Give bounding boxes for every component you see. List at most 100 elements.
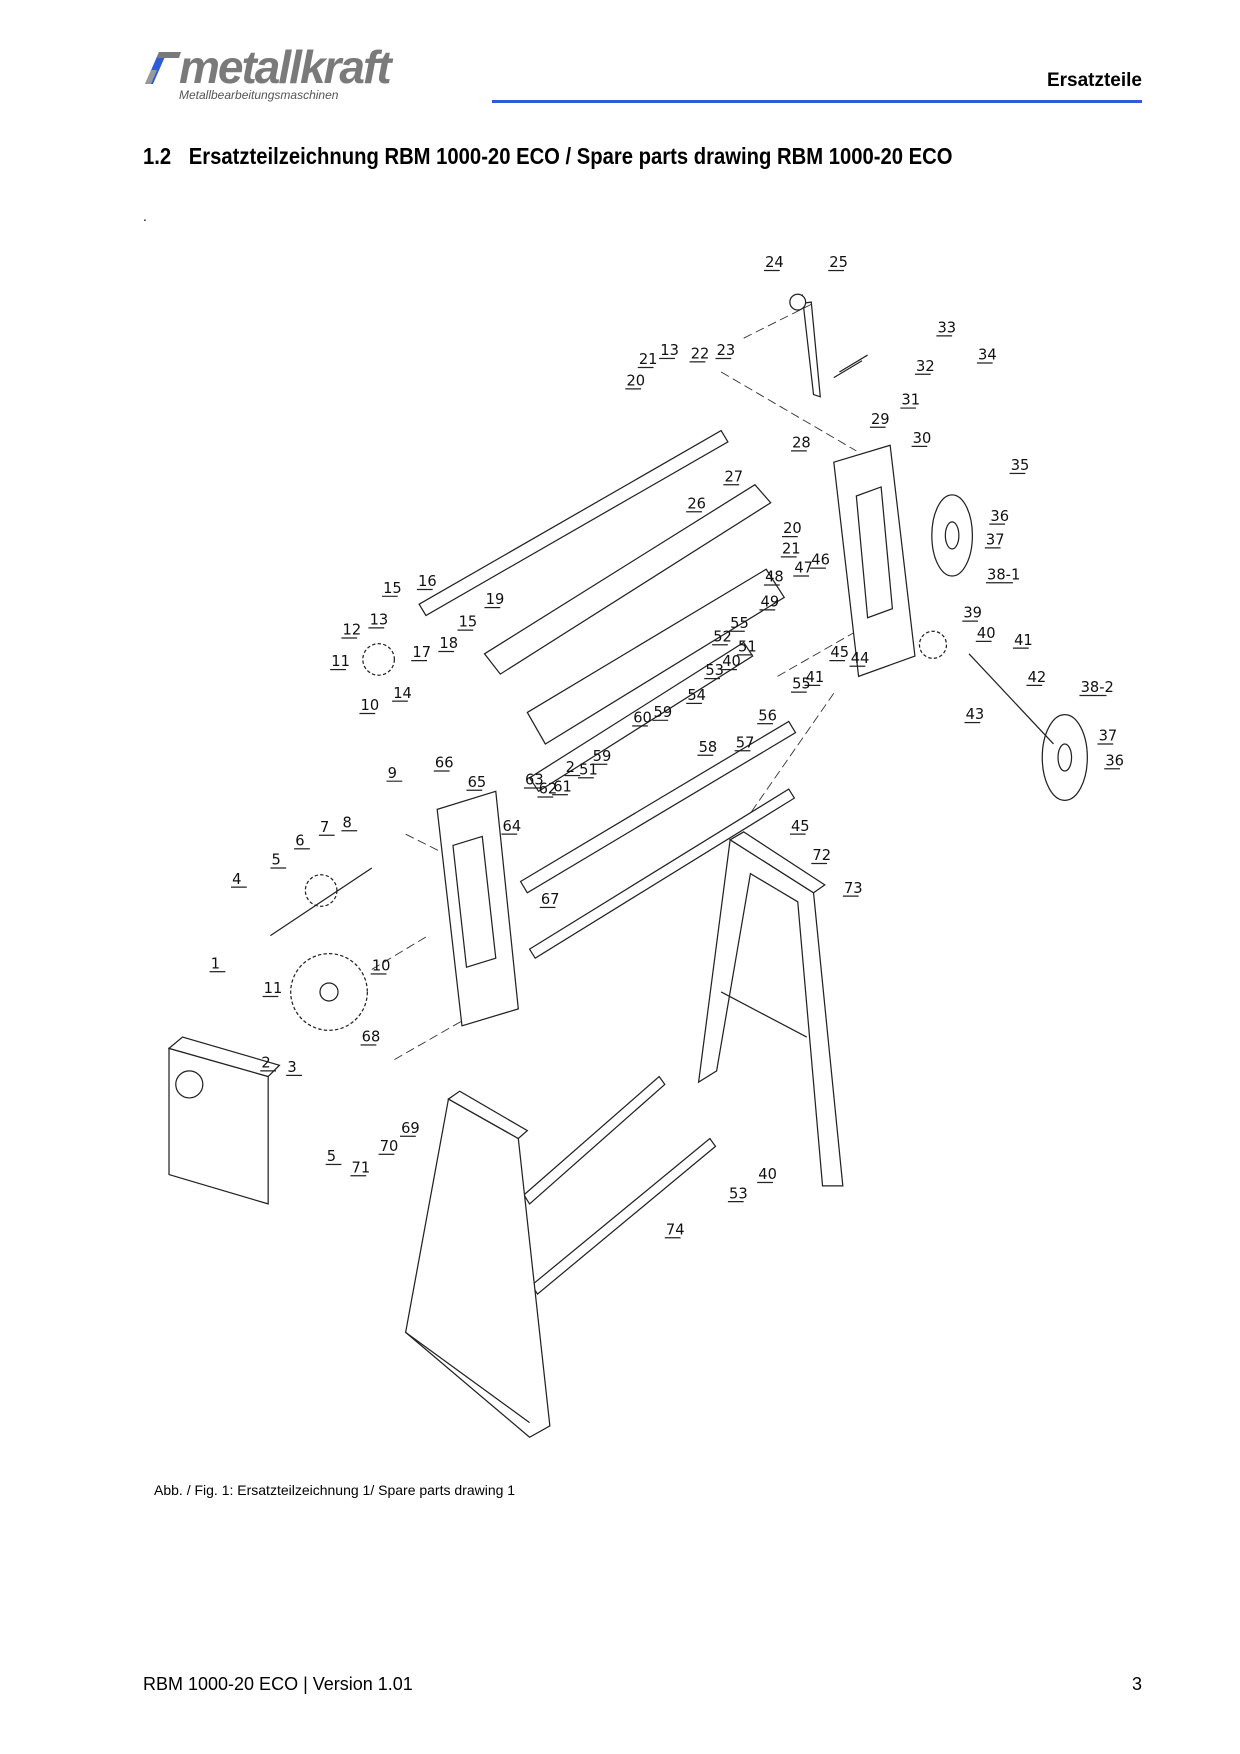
- part-callout: 6: [295, 832, 304, 849]
- part-callout: 48: [765, 569, 784, 586]
- part-callout: 24: [765, 254, 784, 271]
- part-callout: 23: [717, 342, 736, 359]
- part-callout: 38-1: [987, 566, 1020, 583]
- part-callout: 42: [1028, 669, 1047, 686]
- part-callout: 40: [758, 1166, 777, 1183]
- part-callout: 11: [264, 980, 283, 997]
- part-callout: 21: [639, 351, 658, 368]
- part-callout: 25: [829, 254, 848, 271]
- part-callout: 13: [660, 342, 679, 359]
- tie-rod-upper: [523, 1075, 666, 1205]
- part-callout: 28: [792, 435, 811, 452]
- part-callout: 63: [525, 772, 544, 789]
- part-callout: 29: [871, 411, 890, 428]
- part-callout: 40: [722, 653, 741, 670]
- part-callout: 20: [626, 373, 645, 390]
- part-callout: 45: [791, 818, 810, 835]
- part-callout: 5: [327, 1148, 336, 1165]
- part-callout: 20: [783, 520, 802, 537]
- part-callout: 33: [937, 320, 956, 337]
- part-callout: 27: [725, 468, 744, 485]
- crank-hub: [789, 293, 807, 311]
- part-callout: 11: [331, 653, 350, 670]
- part-callout: 13: [370, 611, 389, 628]
- part-callout: 9: [388, 765, 397, 782]
- part-callout: 55: [792, 676, 811, 693]
- handwheel-38-2: [1041, 714, 1088, 801]
- lower-shaft: [528, 788, 796, 960]
- part-callout: 51: [738, 639, 757, 656]
- part-callout: 45: [830, 644, 849, 661]
- part-callout: 55: [730, 615, 749, 632]
- footer-document: RBM 1000-20 ECO | Version 1.01: [143, 1674, 413, 1694]
- handwheel-38-1: [931, 494, 974, 577]
- part-callout: 56: [758, 707, 777, 724]
- part-callout: 57: [736, 734, 755, 751]
- part-callout: 30: [913, 430, 932, 447]
- part-callout: 22: [691, 345, 710, 362]
- header-rule: [492, 100, 1142, 103]
- left-stand: [404, 1098, 551, 1438]
- part-callout: 46: [811, 552, 830, 569]
- footer-page-number: 3: [1131, 1674, 1142, 1694]
- title-text: Ersatzteilzeichnung RBM 1000-20 ECO / Sp…: [188, 143, 953, 169]
- top-shaft: [418, 429, 729, 617]
- part-callout: 31: [901, 392, 920, 409]
- part-callout: 64: [503, 818, 522, 835]
- part-callout: 12: [343, 622, 362, 639]
- right-stand: [697, 838, 844, 1187]
- section-number: 1.2: [143, 143, 172, 169]
- left-frame: [436, 790, 519, 1027]
- part-callout: 52: [713, 628, 732, 645]
- part-callout: 15: [459, 614, 478, 631]
- metallkraft-logo: metallkraft Metallbearbeitungsmaschinen: [143, 41, 473, 106]
- part-callout: 21: [782, 540, 801, 557]
- part-callout: 17: [412, 644, 431, 661]
- part-callout: 4: [232, 871, 241, 888]
- part-callout: 32: [916, 358, 935, 375]
- part-callout: 58: [699, 739, 718, 756]
- part-callout: 62: [539, 781, 558, 798]
- part-callout: 73: [844, 880, 863, 897]
- part-callout: 59: [654, 704, 673, 721]
- part-callout: 39: [963, 605, 982, 622]
- part-callout: 35: [1011, 457, 1030, 474]
- part-callout: 70: [380, 1138, 399, 1155]
- part-callout: 18: [439, 635, 458, 652]
- part-callout: 60: [633, 710, 652, 727]
- part-callout: 44: [851, 650, 870, 667]
- adjust-shaft: [519, 720, 797, 894]
- page-title: 1.2 Ersatzteilzeichnung RBM 1000-20 ECO /…: [143, 143, 952, 170]
- part-callout: 10: [361, 697, 380, 714]
- part-callout: 40: [977, 625, 996, 642]
- part-callout: 61: [553, 778, 572, 795]
- drawing-shapes: [167, 293, 1088, 1438]
- part-callout: 47: [794, 560, 813, 577]
- part-callout: 36: [990, 508, 1009, 525]
- logo-wordmark: metallkraft: [179, 41, 392, 93]
- upper-roller: [483, 483, 772, 675]
- part-callout: 16: [418, 573, 437, 590]
- part-callout: 53: [729, 1185, 748, 1202]
- part-callout: 68: [362, 1029, 381, 1046]
- part-callout: 41: [806, 669, 825, 686]
- part-callout: 53: [705, 662, 724, 679]
- tie-rod-lower: [531, 1137, 717, 1296]
- part-callout: 38-2: [1081, 679, 1114, 696]
- part-callout: 59: [593, 748, 612, 765]
- part-callout: 3: [287, 1059, 296, 1076]
- part-callout: 1: [211, 955, 220, 972]
- part-callout: 69: [401, 1120, 420, 1137]
- part-callout: 37: [986, 531, 1005, 548]
- part-callout: 14: [393, 685, 412, 702]
- part-callout: 67: [541, 891, 560, 908]
- section-label: Ersatzteile: [1046, 70, 1142, 91]
- part-callout: 41: [1014, 632, 1033, 649]
- part-callout: 43: [966, 706, 985, 723]
- part-callout: 66: [435, 755, 454, 772]
- part-callout: 51: [579, 761, 598, 778]
- part-callout: 10: [372, 958, 391, 975]
- part-callout: 36: [1105, 752, 1124, 769]
